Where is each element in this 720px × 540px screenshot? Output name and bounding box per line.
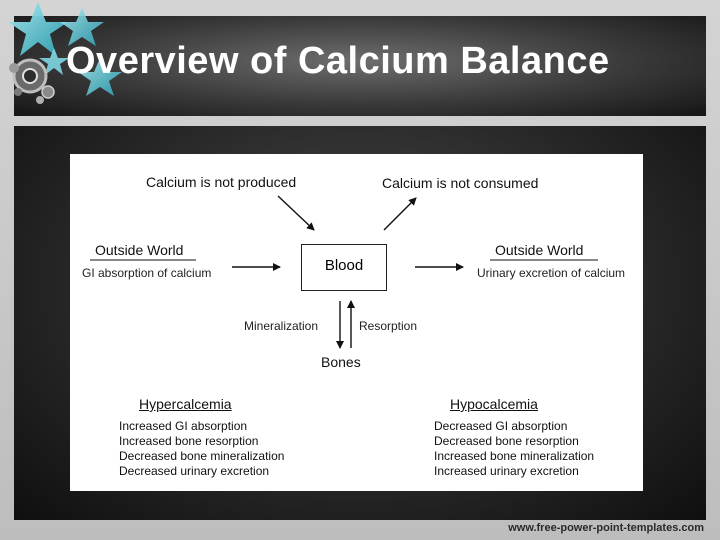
arrow-blood-to-consumed (384, 198, 416, 230)
hypocalcemia-heading: Hypocalcemia (450, 396, 538, 412)
list-item: Increased bone resorption (119, 434, 284, 449)
calcium-diagram: Calcium is not produced Calcium is not c… (70, 154, 643, 491)
not-produced-label: Calcium is not produced (146, 174, 296, 190)
gi-absorption-label: GI absorption of calcium (82, 266, 211, 280)
list-item: Decreased GI absorption (434, 419, 594, 434)
hypercalcemia-heading: Hypercalcemia (139, 396, 232, 412)
list-item: Decreased bone mineralization (119, 449, 284, 464)
blood-label: Blood (325, 257, 363, 274)
list-item: Increased GI absorption (119, 419, 284, 434)
list-item: Decreased bone resorption (434, 434, 594, 449)
bones-label: Bones (321, 354, 361, 370)
not-consumed-label: Calcium is not consumed (382, 175, 538, 191)
hypocalcemia-list: Decreased GI absorption Decreased bone r… (434, 419, 594, 479)
outside-world-left-heading: Outside World (95, 242, 183, 258)
arrow-produced-to-blood (278, 196, 314, 230)
list-item: Decreased urinary excretion (119, 464, 284, 479)
outside-world-right-heading: Outside World (495, 242, 583, 258)
list-item: Increased urinary excretion (434, 464, 594, 479)
footer-url: www.free-power-point-templates.com (508, 522, 704, 534)
blood-box: Blood (301, 244, 387, 291)
hypercalcemia-list: Increased GI absorption Increased bone r… (119, 419, 284, 479)
list-item: Increased bone mineralization (434, 449, 594, 464)
resorption-label: Resorption (359, 319, 417, 333)
urinary-excretion-label: Urinary excretion of calcium (477, 266, 625, 280)
mineralization-label: Mineralization (244, 319, 318, 333)
page-title: Overview of Calcium Balance (66, 40, 610, 83)
